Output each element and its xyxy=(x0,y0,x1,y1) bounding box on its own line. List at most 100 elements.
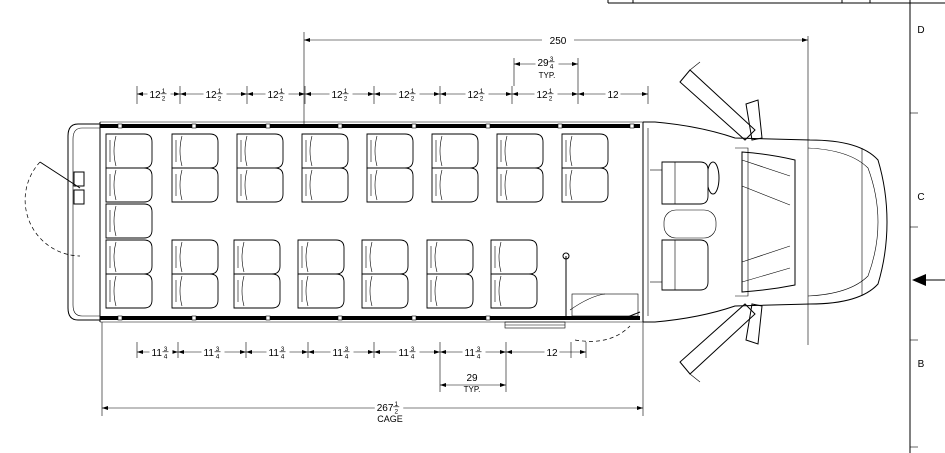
fraction-denominator: 4 xyxy=(216,354,220,361)
fraction-denominator: 4 xyxy=(411,354,415,361)
wall-bracket xyxy=(117,123,123,129)
seat xyxy=(366,167,414,203)
seat xyxy=(171,273,219,309)
title-block-fragment xyxy=(607,0,945,4)
fraction-numerator: 1 xyxy=(394,401,398,408)
fraction-denominator: 4 xyxy=(550,64,554,71)
seat xyxy=(496,167,544,203)
wall-bracket xyxy=(337,315,343,321)
fraction-denominator: 2 xyxy=(280,96,284,103)
seat xyxy=(426,239,474,275)
bus-body xyxy=(67,36,888,345)
center-arrow-marker xyxy=(912,274,926,286)
seat xyxy=(426,273,474,309)
dimension-value: 11 xyxy=(152,348,163,359)
seating-layout xyxy=(105,123,635,321)
seat xyxy=(233,273,281,309)
front-doors xyxy=(679,61,763,383)
seat xyxy=(431,167,479,203)
wall-bracket xyxy=(485,315,491,321)
seat xyxy=(171,133,219,169)
dimension-value: 12 xyxy=(537,90,549,101)
dimension-value: 12 xyxy=(206,90,218,101)
zone-label-c: C xyxy=(917,192,924,203)
fraction-numerator: 1 xyxy=(162,88,166,95)
fraction-numerator: 1 xyxy=(480,88,484,95)
wall-bracket xyxy=(191,123,197,129)
typ-note: TYP. xyxy=(464,385,481,394)
seat xyxy=(105,239,153,275)
fraction-denominator: 4 xyxy=(164,354,168,361)
fraction-numerator: 1 xyxy=(280,88,284,95)
wall-bracket xyxy=(117,315,123,321)
sheet-border: D C B xyxy=(607,0,945,453)
seat xyxy=(236,167,284,203)
zone-label-d: D xyxy=(917,25,924,36)
wall-bracket xyxy=(265,315,271,321)
dimension-value: 29 xyxy=(466,373,478,384)
seat-spacing-label: 12 xyxy=(605,88,621,104)
seat xyxy=(301,133,349,169)
dimension-value: 11 xyxy=(269,348,280,359)
seat xyxy=(490,273,538,309)
dimension-value: 12 xyxy=(547,348,559,359)
seat xyxy=(236,133,284,169)
fraction-numerator: 1 xyxy=(218,88,222,95)
fraction-numerator: 1 xyxy=(549,88,553,95)
seat xyxy=(301,167,349,203)
fraction-denominator: 2 xyxy=(411,96,415,103)
overall-dimension-label: 250 xyxy=(542,32,574,47)
rear-emergency-door xyxy=(24,161,85,257)
seat xyxy=(297,239,345,275)
seat xyxy=(366,133,414,169)
dimension-value: 11 xyxy=(399,348,410,359)
seat xyxy=(171,239,219,275)
dimension-value: 12 xyxy=(468,90,480,101)
seat xyxy=(297,273,345,309)
seat-spacing-label: 12 xyxy=(544,346,560,362)
entry-door-area xyxy=(504,252,641,342)
wall-bracket xyxy=(557,123,563,129)
wall-bracket xyxy=(265,123,271,129)
dimension-value: 11 xyxy=(333,348,344,359)
fraction-denominator: 4 xyxy=(345,354,349,361)
fraction-denominator: 4 xyxy=(281,354,285,361)
fraction-denominator: 2 xyxy=(480,96,484,103)
dimension-value: 12 xyxy=(332,90,344,101)
wall-bracket xyxy=(411,315,417,321)
zone-label-b: B xyxy=(918,359,925,370)
dimension-value: 12 xyxy=(268,90,280,101)
typ-note: TYP. xyxy=(539,71,556,80)
seat xyxy=(105,167,153,203)
fraction-numerator: 3 xyxy=(281,346,285,353)
fraction-numerator: 1 xyxy=(411,88,415,95)
dimension-value: 250 xyxy=(550,36,567,47)
dimension-value: 12 xyxy=(399,90,411,101)
seat xyxy=(561,167,609,203)
seat xyxy=(361,239,409,275)
seat xyxy=(431,133,479,169)
fraction-numerator: 1 xyxy=(344,88,348,95)
seat xyxy=(233,239,281,275)
cage-label: CAGE xyxy=(377,414,403,424)
dimension-value: 267 xyxy=(377,403,394,414)
seat xyxy=(105,133,153,169)
fraction-denominator: 2 xyxy=(394,409,398,416)
fraction-denominator: 2 xyxy=(218,96,222,103)
fraction-denominator: 2 xyxy=(549,96,553,103)
wall-bracket xyxy=(485,123,491,129)
